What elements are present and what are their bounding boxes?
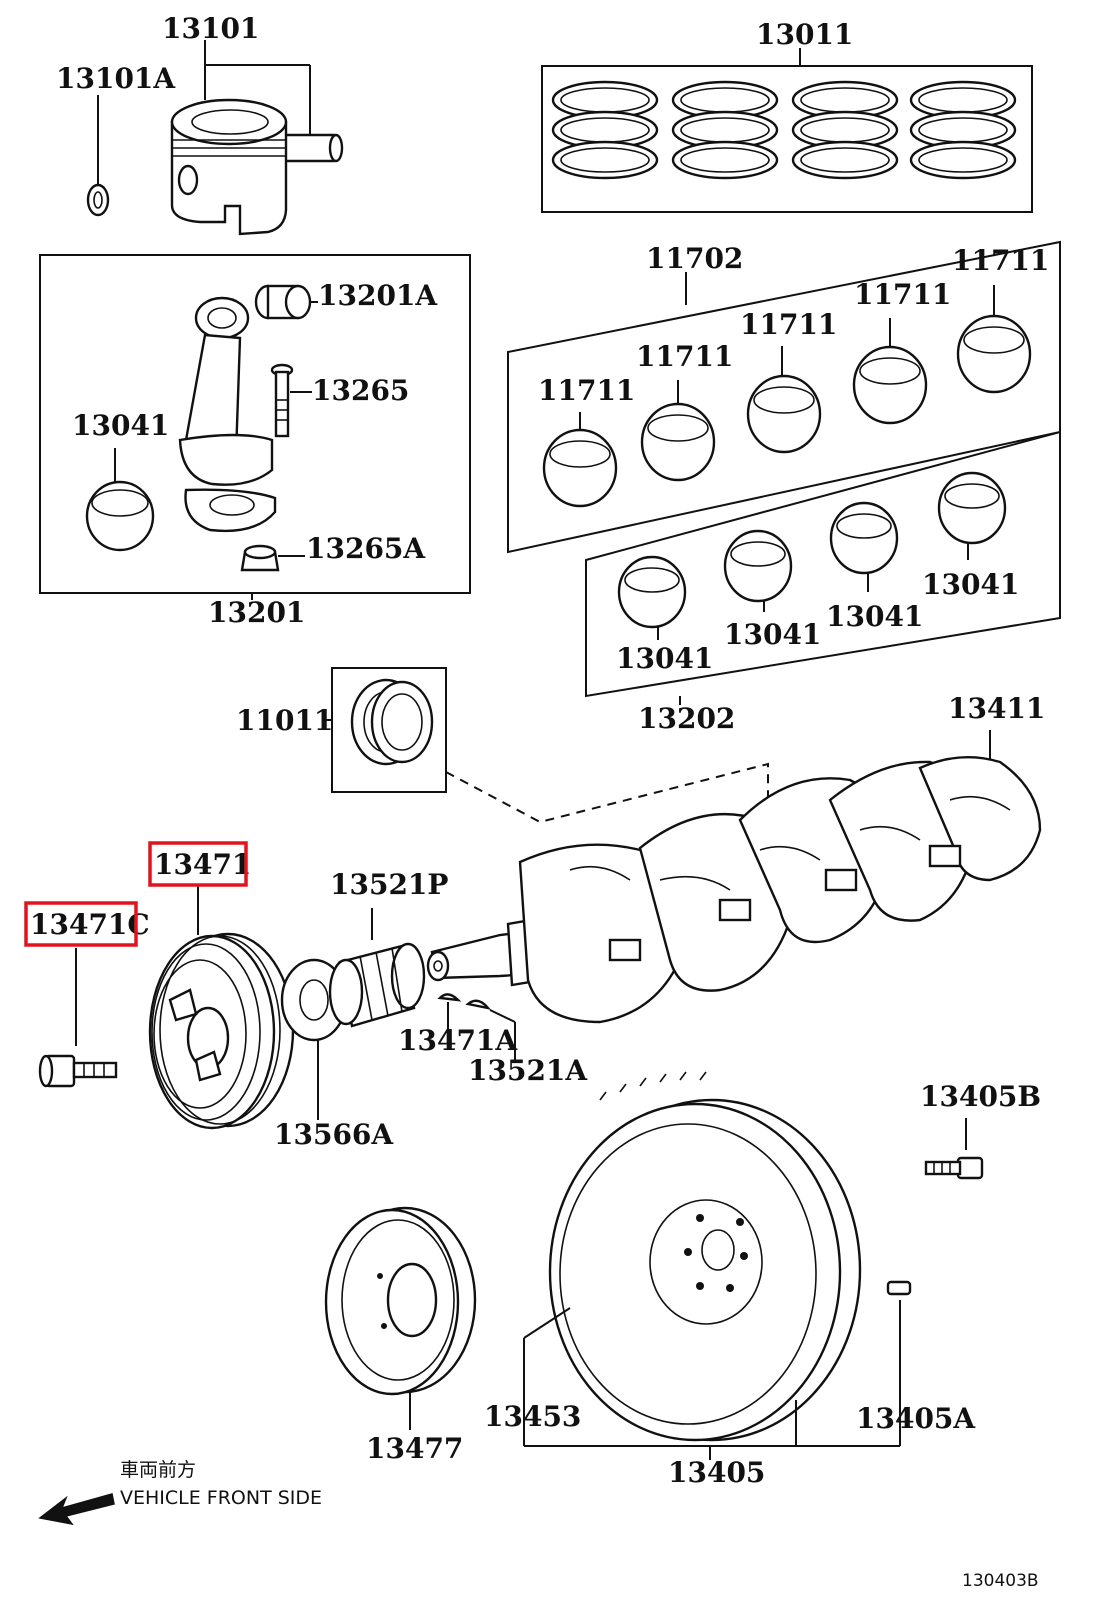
piston-ring-set-drawing bbox=[541, 48, 1033, 213]
label-13521p: 13521P bbox=[330, 868, 448, 901]
flywheel-drawing bbox=[523, 1071, 900, 1460]
label-13405: 13405 bbox=[668, 1456, 765, 1489]
dowel-pin-drawing bbox=[886, 1280, 912, 1446]
label-13471a: 13471A bbox=[398, 1024, 518, 1057]
label-13566a: 13566A bbox=[274, 1118, 394, 1151]
crank-timing-gear-drawing bbox=[328, 908, 426, 1028]
label-11711-e: 11711 bbox=[952, 244, 1049, 277]
vehicle-front-note-en: VEHICLE FRONT SIDE bbox=[120, 1487, 322, 1509]
label-13041-a: 13041 bbox=[616, 642, 713, 675]
connecting-rod-drawing bbox=[39, 254, 471, 600]
flywheel-bolt-drawing bbox=[924, 1118, 984, 1180]
label-13405b: 13405B bbox=[920, 1080, 1041, 1113]
label-13041-b: 13041 bbox=[724, 618, 821, 651]
label-13011: 13011 bbox=[756, 18, 853, 51]
label-13453: 13453 bbox=[484, 1400, 581, 1433]
vehicle-front-note: 車両前方 VEHICLE FRONT SIDE bbox=[38, 1459, 322, 1526]
label-13411: 13411 bbox=[948, 692, 1045, 725]
label-13201a: 13201A bbox=[318, 279, 438, 312]
label-11711-c: 11711 bbox=[740, 308, 837, 341]
lower-main-bearings-drawing bbox=[585, 430, 1061, 705]
woodruff-keys-drawing bbox=[437, 993, 516, 1060]
pulley-bolt-drawing bbox=[38, 948, 118, 1088]
figure-code: 130403B bbox=[962, 1571, 1039, 1591]
crankshaft-drawing bbox=[426, 730, 1042, 1024]
label-13101: 13101 bbox=[162, 12, 259, 45]
label-13265a: 13265A bbox=[306, 532, 426, 565]
label-11711-b: 11711 bbox=[636, 340, 733, 373]
label-13265: 13265 bbox=[312, 374, 409, 407]
label-13202: 13202 bbox=[638, 702, 735, 735]
highlight-box-13471c bbox=[24, 901, 138, 947]
label-11711-d: 11711 bbox=[854, 278, 951, 311]
piston-assembly-drawing bbox=[86, 40, 344, 236]
crank-pulley-drawing bbox=[148, 886, 295, 1130]
thrust-washer-drawing bbox=[322, 667, 769, 824]
label-13477: 13477 bbox=[366, 1432, 463, 1465]
label-13405a: 13405A bbox=[856, 1402, 976, 1435]
lower-pulley-drawing bbox=[324, 1206, 477, 1430]
label-11011: 11011 bbox=[236, 704, 333, 737]
label-11702: 11702 bbox=[646, 242, 743, 275]
label-13471: 13471 bbox=[154, 848, 251, 881]
label-11711-a: 11711 bbox=[538, 374, 635, 407]
label-13101a: 13101A bbox=[56, 62, 176, 95]
label-13041-d: 13041 bbox=[922, 568, 1019, 601]
label-13471c: 13471C bbox=[30, 908, 150, 941]
vehicle-front-note-jp: 車両前方 bbox=[120, 1459, 196, 1481]
label-13041-c: 13041 bbox=[826, 600, 923, 633]
part-labels: 13101 13101A 13011 11702 11711 11711 117… bbox=[30, 12, 1049, 1489]
label-13521a: 13521A bbox=[468, 1054, 588, 1087]
label-13201: 13201 bbox=[208, 596, 305, 629]
upper-main-bearings-drawing bbox=[507, 240, 1061, 554]
label-13041-rod: 13041 bbox=[72, 409, 169, 442]
front-arrow-icon bbox=[38, 1493, 115, 1526]
highlight-box-13471 bbox=[148, 841, 248, 887]
